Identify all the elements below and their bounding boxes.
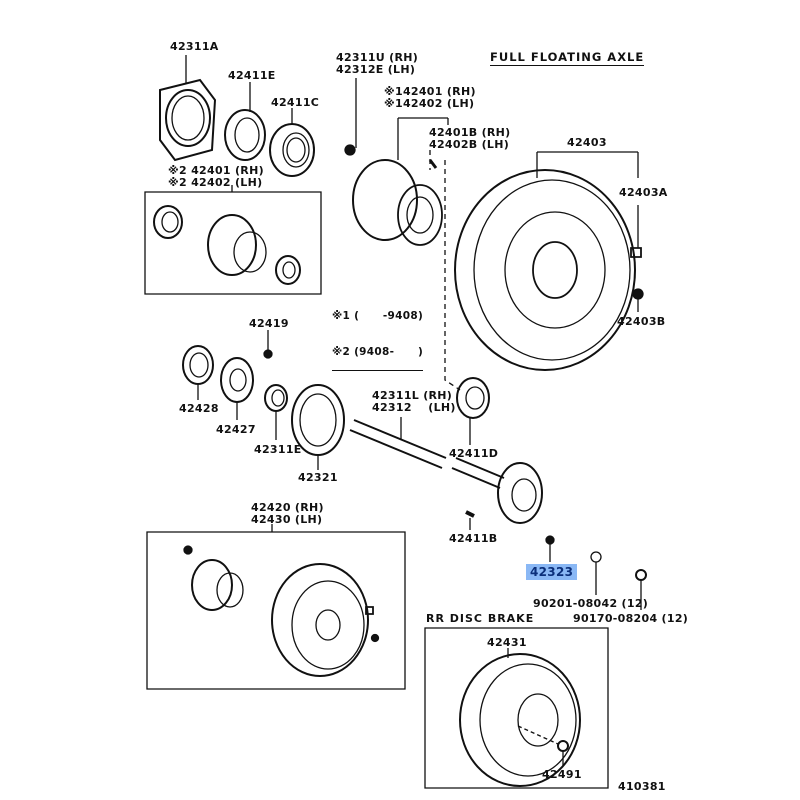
part-42411D-seal[interactable] [457, 378, 489, 445]
label-42411C[interactable]: 42411C [271, 96, 320, 109]
label-42403[interactable]: 42403 [567, 136, 607, 149]
label-hub-kit-1[interactable]: ※142401 (RH) ※142402 (LH) [384, 85, 476, 110]
part-42311A-retainer[interactable] [160, 55, 215, 160]
rear-disc-brake-box [425, 628, 608, 788]
label-90170-08204[interactable]: 90170-08204 (12) [573, 612, 689, 625]
hub-drum-kit-box [147, 532, 405, 689]
part-90170-nut[interactable] [636, 570, 646, 610]
label-42491[interactable]: 42491 [542, 768, 582, 781]
label-42411B[interactable]: 42411B [449, 532, 498, 545]
label-42420[interactable]: 42420 (RH) 42430 (LH) [251, 501, 324, 526]
part-42401-hub[interactable] [353, 118, 448, 245]
label-42403A[interactable]: 42403A [619, 186, 668, 199]
part-42321-gasket[interactable] [292, 385, 344, 470]
section-rear-disc-brake: RR DISC BRAKE [426, 612, 535, 625]
figure-number: 410381 [618, 780, 666, 793]
legend-line-2: ※2 (9408- ) [332, 346, 424, 358]
legend-line-1: ※1 ( -9408) [332, 310, 424, 322]
label-42321[interactable]: 42321 [298, 471, 338, 484]
label-42311E[interactable]: 42311E [254, 443, 302, 456]
label-42403B[interactable]: 42403B [617, 315, 666, 328]
diagram-title: FULL FLOATING AXLE [490, 50, 645, 66]
label-42411E[interactable]: 42411E [228, 69, 276, 82]
part-42403-brake-drum[interactable] [455, 152, 638, 370]
label-42311U[interactable]: 42311U (RH) 42312E (LH) [336, 51, 419, 76]
part-42428-seal[interactable] [183, 346, 213, 400]
part-42403B-screw[interactable] [633, 289, 643, 312]
label-42419[interactable]: 42419 [249, 317, 289, 330]
label-42401B[interactable]: 42401B (RH) 42402B (LH) [429, 126, 511, 151]
hub-kit-2-box [145, 192, 321, 294]
part-42411E-seal[interactable] [225, 82, 265, 160]
part-42311E-bearing[interactable] [265, 385, 287, 440]
part-42411C-bearing[interactable] [270, 108, 314, 176]
legend-date-ranges: ※1 ( -9408) ※2 (9408- ) [332, 286, 424, 371]
part-42427-lock-plate[interactable] [221, 358, 253, 420]
part-42419-screw[interactable] [264, 330, 272, 358]
part-42431-disc-rotor[interactable] [460, 648, 580, 786]
label-90201-08042[interactable]: 90201-08042 (12) [533, 597, 649, 610]
label-42311A[interactable]: 42311A [170, 40, 219, 53]
label-42323-selected[interactable]: 42323 [526, 564, 578, 580]
part-42323-washer[interactable] [546, 536, 554, 562]
part-42403A-plug[interactable] [631, 205, 641, 257]
label-42427[interactable]: 42427 [216, 423, 256, 436]
label-42311L[interactable]: 42311L (RH) 42312 (LH) [372, 389, 456, 414]
label-42428[interactable]: 42428 [179, 402, 219, 415]
label-hub-kit-2[interactable]: ※2 42401 (RH) ※2 42402 (LH) [168, 164, 264, 189]
part-42311L-axle-shaft[interactable] [350, 417, 542, 523]
label-42411D[interactable]: 42411D [449, 447, 499, 460]
part-42491-screw[interactable] [518, 726, 568, 766]
part-90201-washer[interactable] [591, 552, 601, 595]
part-42411B-stud[interactable] [466, 512, 474, 530]
label-42431[interactable]: 42431 [487, 636, 527, 649]
hub-kit-2-parts[interactable] [154, 206, 300, 284]
hub-drum-kit-parts[interactable] [184, 546, 379, 676]
part-42311U-hub-bolt[interactable] [345, 78, 356, 155]
